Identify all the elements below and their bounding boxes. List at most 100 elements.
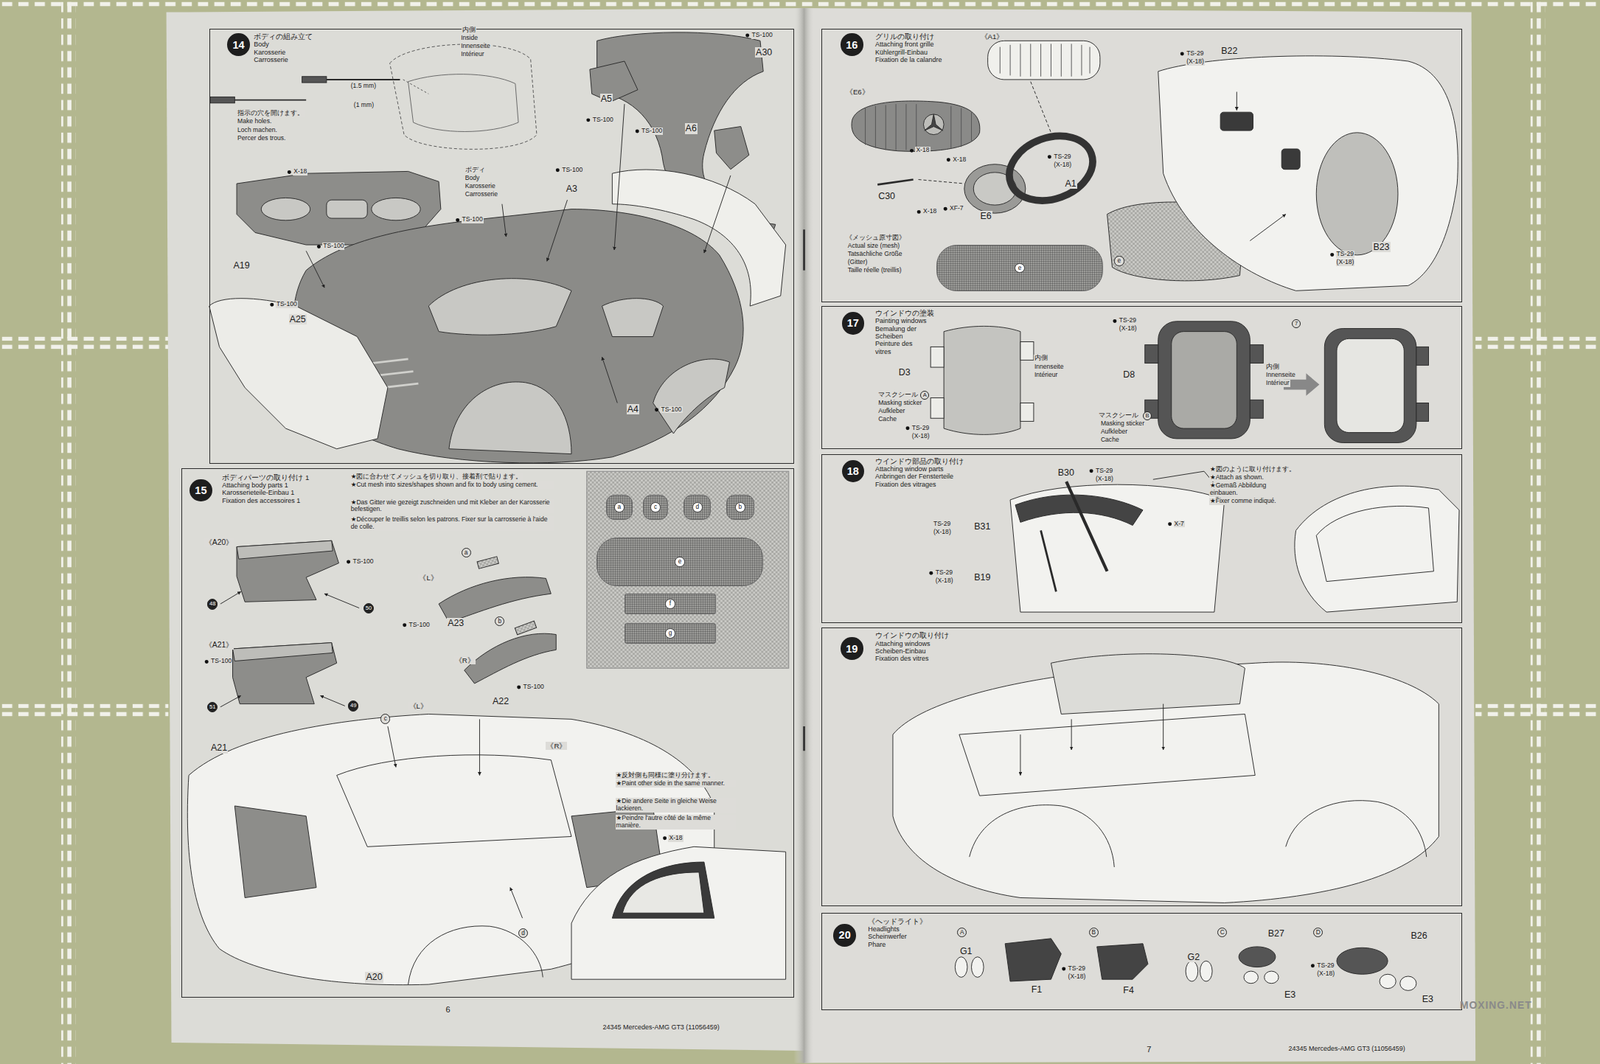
note-text: ★図に合わせてメッシュを切り取り、接着剤で貼ります。 — [350, 473, 524, 481]
step18-art — [1294, 485, 1460, 612]
part-number: A6 — [684, 123, 698, 134]
note-text: 《L》 — [408, 701, 429, 711]
step-panel: ボディの組み立てBodyKarosserieCarrosserie14 — [209, 28, 795, 465]
step16-art — [851, 101, 980, 152]
mesh-letter: d — [692, 502, 703, 513]
mesh-piece: c — [642, 494, 669, 521]
note-text: ★Die andere Seite in gleiche Weise lacki… — [615, 797, 736, 813]
step16-art — [1236, 92, 1238, 111]
note-text: (X-18) — [911, 432, 931, 441]
mesh-piece: g — [624, 623, 717, 644]
heading-text: Fixation des vitrages — [874, 480, 937, 489]
paint-dot — [662, 836, 667, 840]
note-text: マスクシール — [877, 391, 919, 399]
note-text: (1.5 mm) — [350, 82, 377, 90]
note-text: ★Fixer comme indiqué. — [1209, 497, 1278, 506]
step15-art — [479, 718, 480, 775]
note-text: (X-18) — [1336, 258, 1356, 267]
part-number: B31 — [973, 521, 991, 532]
step14-art — [449, 381, 572, 455]
step17-art — [1171, 331, 1238, 429]
step15-art — [232, 642, 334, 662]
heading-text: Attaching front grille — [874, 40, 935, 48]
heading-text: Painting windows — [874, 317, 927, 325]
note-text: Intérieur — [460, 50, 485, 59]
part-number: A1 — [1063, 178, 1077, 189]
part-number: D3 — [898, 367, 912, 378]
step15-art — [220, 696, 242, 708]
step14-art — [326, 78, 401, 81]
note-text: TS-100 — [275, 300, 298, 309]
step-number-text: 20 — [839, 929, 851, 941]
note-text: 指示の穴を開けます。 — [236, 109, 305, 118]
step-panel: ウインドウ部品の取り付けAttaching window partsAnbrin… — [821, 454, 1463, 624]
note-text: (X-18) — [1052, 161, 1073, 169]
heading-text: ウインドウ部品の取り付け — [874, 457, 965, 466]
note-text: (X-18) — [1316, 970, 1336, 978]
step15-art — [464, 633, 557, 684]
note-text: XF-7 — [948, 204, 965, 213]
step14-art — [714, 126, 750, 170]
part-number: B27 — [1267, 928, 1286, 939]
note-text: ★図のように取り付けます。 — [1209, 465, 1297, 474]
step15-art — [236, 540, 339, 602]
step17-art — [930, 346, 944, 368]
paint-dot — [917, 210, 921, 214]
step15-art — [336, 755, 572, 848]
note-text: (X-18) — [1185, 58, 1205, 66]
heading-text: Fixation de la calandre — [874, 56, 943, 64]
step19-art — [1162, 704, 1164, 750]
note-text: TS-100 — [322, 242, 345, 250]
step18-art — [1041, 530, 1057, 592]
note-text: (Gitter) — [847, 258, 869, 267]
step19-art — [1019, 734, 1021, 775]
note-text: Intérieur — [1265, 379, 1290, 388]
step20-art — [1264, 971, 1279, 984]
paint-dot — [745, 33, 750, 38]
note-text: 内側 — [461, 26, 477, 34]
heading-text: Scheinwerfer — [867, 932, 907, 941]
note-text: 《A1》 — [979, 32, 1005, 41]
heading-text: vitres — [874, 348, 892, 356]
part-number: A23 — [446, 617, 465, 629]
step16-art — [999, 43, 1090, 76]
note-text: 《A21》 — [204, 640, 234, 650]
part-number: B22 — [1220, 45, 1238, 57]
note-text: Loch machen. — [236, 126, 278, 135]
step14-art — [547, 199, 568, 262]
paint-dot — [635, 129, 640, 134]
note-text: X-18 — [668, 834, 683, 843]
paint-dot — [287, 170, 292, 175]
note-text: X-18 — [292, 168, 308, 176]
step14-art — [602, 298, 664, 337]
step-panel: ボディパーツの取り付け 1Attaching body parts 1Karos… — [181, 468, 794, 998]
part-number: A19 — [232, 260, 251, 271]
booklet-pages — [166, 8, 805, 1051]
paint-dot — [1061, 966, 1066, 971]
step14-art — [210, 96, 235, 103]
mesh-piece: e — [936, 244, 1104, 292]
paint-dot — [946, 157, 951, 162]
paint-dot — [1310, 963, 1315, 968]
step20-art — [1185, 960, 1199, 982]
step17-art — [1249, 399, 1264, 419]
step15-art — [320, 696, 346, 707]
step14-art — [326, 199, 368, 219]
step17-art — [1416, 402, 1429, 422]
step15-art — [622, 872, 705, 913]
step14-art — [704, 175, 731, 253]
step17-art — [1158, 321, 1251, 439]
step16-art — [865, 103, 972, 150]
paint-dot — [1047, 154, 1052, 159]
booklet-pages — [802, 229, 806, 270]
note-text: TS-100 — [408, 621, 431, 629]
heading-text: Karosserieteile-Einbau 1 — [221, 488, 295, 497]
step17-art — [1416, 346, 1429, 365]
note-text: ★Découper le treillis selon les patrons.… — [350, 516, 555, 531]
note-text: Aufkleber — [877, 407, 906, 416]
paint-dot — [1180, 51, 1185, 56]
note-text: 24345 Mercedes-AMG GT3 (11056459) — [602, 1023, 721, 1031]
step17-art — [1336, 338, 1404, 433]
